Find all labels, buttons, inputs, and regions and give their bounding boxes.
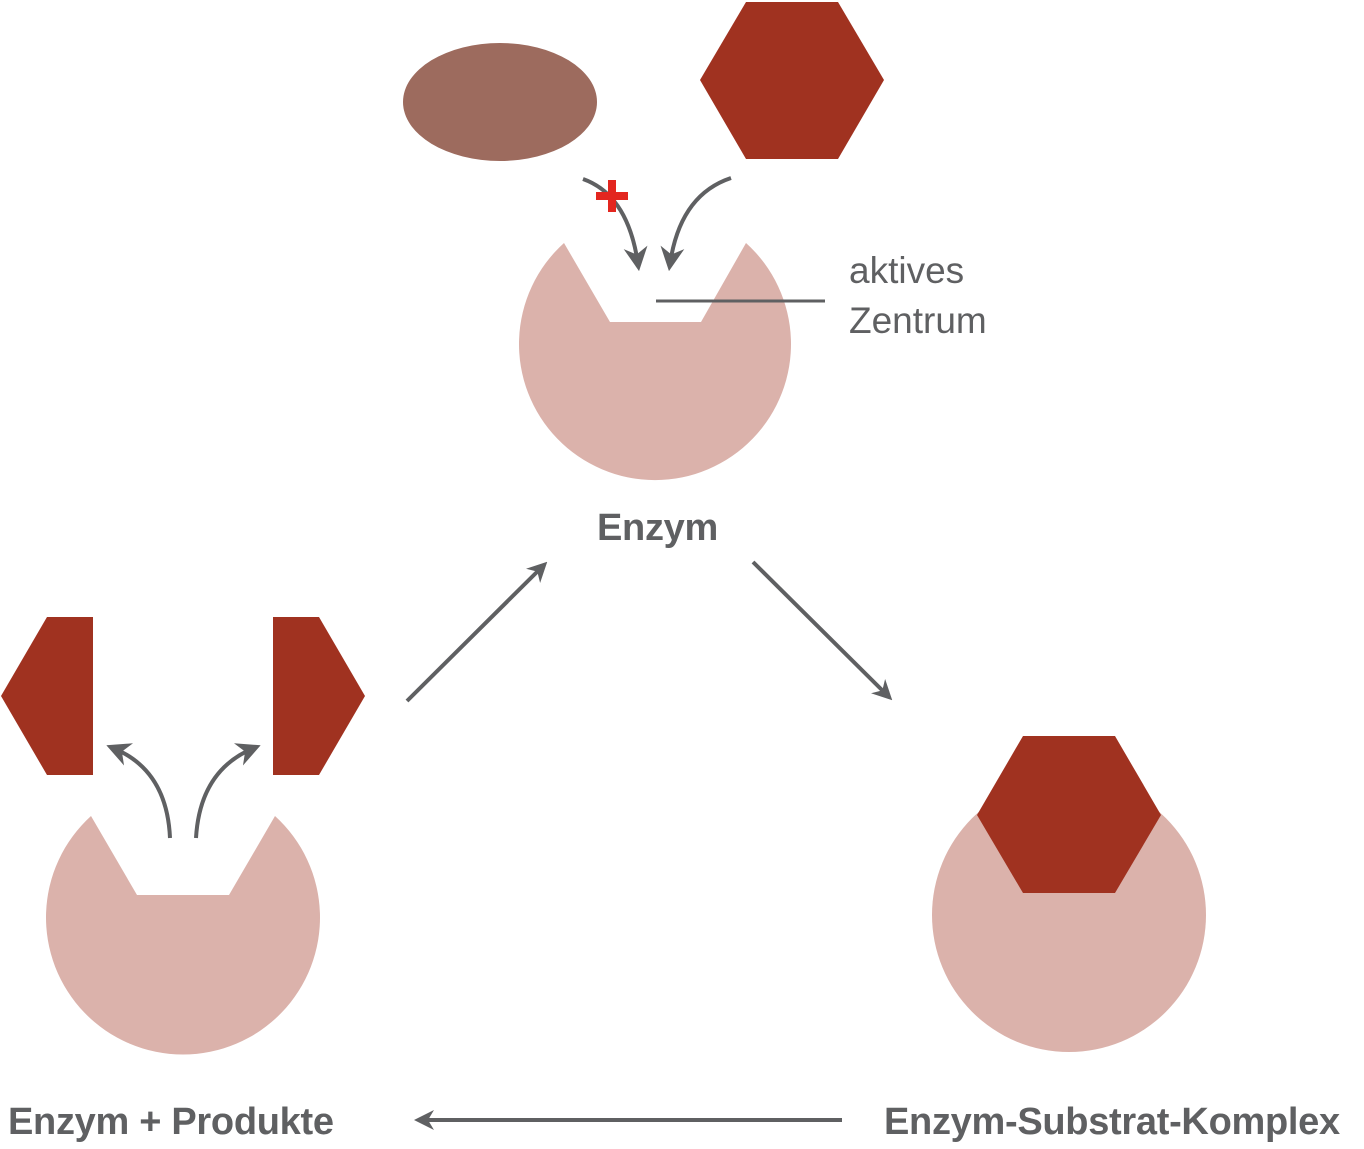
red-plus-icon bbox=[596, 180, 628, 212]
bound-substrate-hexagon bbox=[977, 736, 1161, 893]
arrow-products-to-enzyme bbox=[405, 561, 548, 703]
non-matching-molecule bbox=[403, 43, 597, 161]
enzyme-top bbox=[519, 243, 792, 481]
arrow-oval-to-site bbox=[582, 177, 648, 272]
label-enzyme: Enzym bbox=[597, 507, 718, 549]
enzyme-products bbox=[45, 816, 320, 1055]
product-right bbox=[273, 617, 365, 775]
product-left bbox=[1, 617, 93, 775]
substrate-hexagon bbox=[700, 2, 884, 159]
arrow-site-to-product-right bbox=[194, 743, 261, 839]
label-active-site-line1: aktives bbox=[849, 250, 965, 291]
label-enzyme-substrate-complex: Enzym-Substrat-Komplex bbox=[884, 1101, 1340, 1143]
arrow-substrate-to-site bbox=[660, 176, 732, 272]
label-enzyme-products: Enzym + Produkte bbox=[8, 1101, 334, 1143]
arrow-site-to-product-left bbox=[106, 743, 172, 839]
label-active-site-line2: Zentrum bbox=[849, 300, 987, 341]
arrow-enzyme-to-complex bbox=[751, 560, 893, 701]
